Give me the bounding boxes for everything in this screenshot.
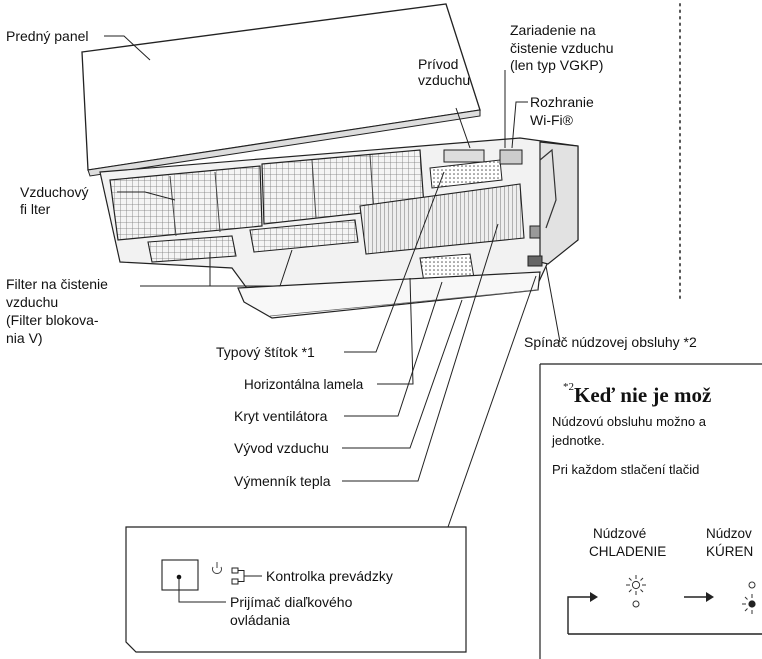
label-operation-lamp: Kontrolka prevádzky [266,568,393,584]
lamp-connector-icon [231,567,262,585]
label-air-cleaner-3: (len typ VGKP) [510,57,604,73]
note-line-3: Pri každom stlačení tlačid [552,462,700,477]
sun-lamp-icon [626,575,646,608]
label-clean-filter-4: nia V) [6,330,43,346]
note-superscript: *2 [563,381,574,393]
label-receiver-2: ovládania [230,612,290,628]
label-clean-filter-1: Filter na čistenie [6,276,108,292]
display-inset [125,526,467,653]
leader-air-filter [117,191,176,201]
note-title-text: Keď nie je mož [574,383,712,407]
leader-heat-exchanger [342,223,499,482]
label-horizontal-louver: Horizontálna lamela [244,377,364,392]
leader-clean-filter [140,249,293,287]
label-wifi-2: Wi-Fi® [530,112,573,128]
leader-emergency [545,265,561,343]
mode1-line-2: CHLADENIE [589,544,667,559]
leader-nameplate [344,171,445,353]
note-line-2: jednotke. [552,433,605,448]
label-air-filter-1: Vzduchový [20,184,89,200]
label-heat-exchanger: Výmenník tepla [234,473,331,489]
leader-louver [377,277,414,385]
horizontal-louver [237,271,541,319]
leader-air-inlet [455,107,471,149]
emergency-note-box [539,363,762,659]
air-cleaning-filters [147,219,359,263]
leader-inset [447,275,537,528]
label-air-outlet: Vývod vzduchu [234,440,329,456]
leader-front-panel [104,35,151,61]
leader-lines [104,35,561,528]
label-air-inlet-1: Prívod [418,56,459,72]
mode2-line-1: Núdzov [706,526,752,541]
mode1-line-1: Núdzové [593,526,647,541]
leader-fan-cover [344,281,443,417]
label-air-inlet-2: vzduchu [418,72,471,88]
label-air-cleaner-2: čistenie vzduchu [510,40,614,56]
note-title: *2Keď nie je mož [563,381,712,408]
mode2-lamps [742,581,756,614]
note-line-1: Núdzovú obsluhu možno a [552,414,706,429]
mode2-line-2: KÚREN [706,544,754,559]
arrow-right-icon [567,592,762,635]
label-front-panel: Predný panel [6,28,89,44]
label-air-filter-2: fi lter [20,201,51,217]
label-clean-filter-2: vzduchu [6,294,59,310]
leader-outlet [342,299,463,449]
leader-wifi [511,101,528,149]
label-receiver-1: Prijímač diaľkového [230,594,353,610]
label-emergency-switch: Spínač núdzovej obsluhy *2 [524,334,697,350]
label-wifi-1: Rozhranie [530,94,594,110]
label-nameplate: Typový štítok *1 [216,344,315,360]
label-fan-cover: Kryt ventilátora [234,408,328,424]
label-air-cleaner-1: Zariadenie na [510,22,596,38]
label-clean-filter-3: (Filter blokova- [6,312,99,328]
power-icon [212,562,222,574]
front-panel [81,3,481,177]
